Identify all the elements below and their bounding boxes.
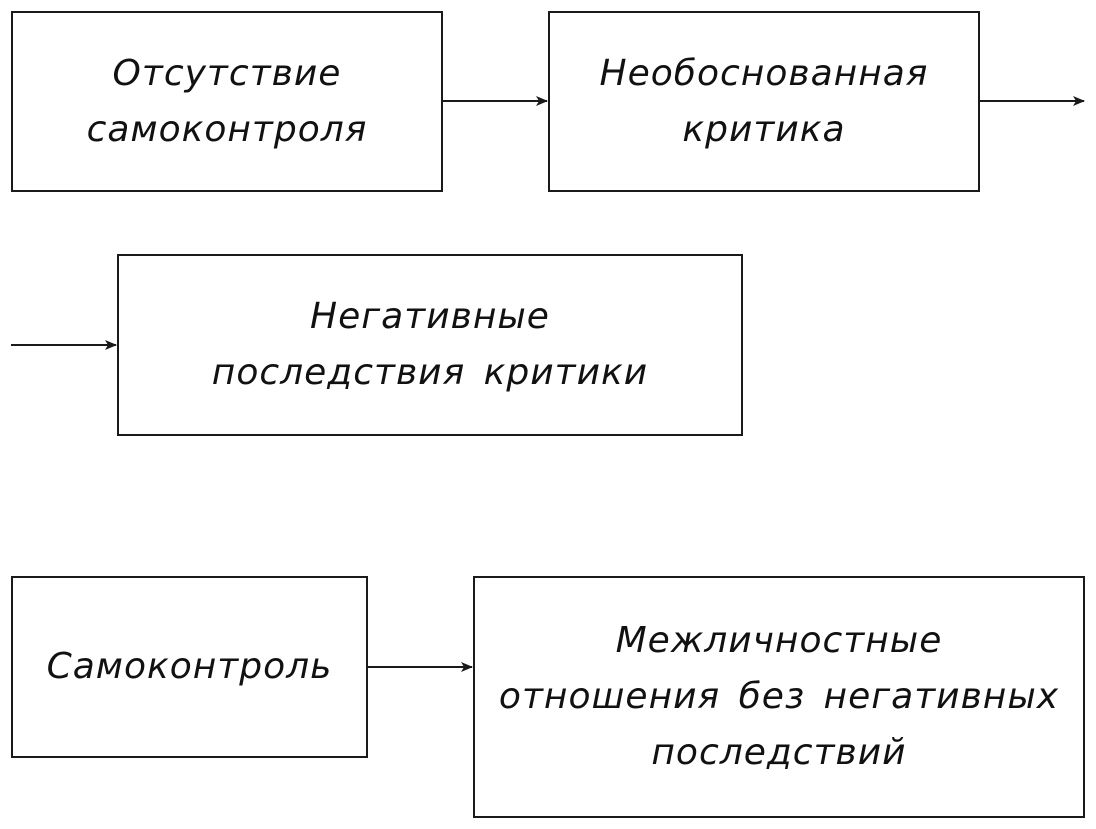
- node-label-line: Необоснованная: [599, 52, 929, 94]
- node-label-line: отношения без негативных: [498, 676, 1060, 717]
- node-negative-consequences: Негативные последствия критики: [117, 254, 743, 436]
- node-label-line: последствий: [651, 732, 907, 773]
- node-label-line: Негативные: [310, 296, 550, 337]
- node-label-line: Отсутствие: [112, 52, 342, 94]
- node-label-line: Межличностные: [615, 620, 943, 661]
- node-label-line: последствия критики: [211, 352, 649, 393]
- node-label-line: критика: [682, 108, 846, 150]
- node-label-line: Самоконтроль: [46, 646, 333, 687]
- node-no-self-control: Отсутствие самоконтроля: [11, 11, 443, 192]
- node-relations-label: Межличностные отношения без негативных п…: [499, 613, 1059, 781]
- node-unfounded-criticism-label: Необоснованная критика: [600, 46, 929, 158]
- node-self-control-label: Самоконтроль: [47, 639, 333, 695]
- node-unfounded-criticism: Необоснованная критика: [548, 11, 980, 192]
- node-self-control: Самоконтроль: [11, 576, 368, 758]
- node-no-self-control-label: Отсутствие самоконтроля: [87, 46, 368, 158]
- node-negative-consequences-label: Негативные последствия критики: [212, 289, 648, 401]
- node-label-line: самоконтроля: [86, 108, 368, 150]
- node-relations: Межличностные отношения без негативных п…: [473, 576, 1085, 818]
